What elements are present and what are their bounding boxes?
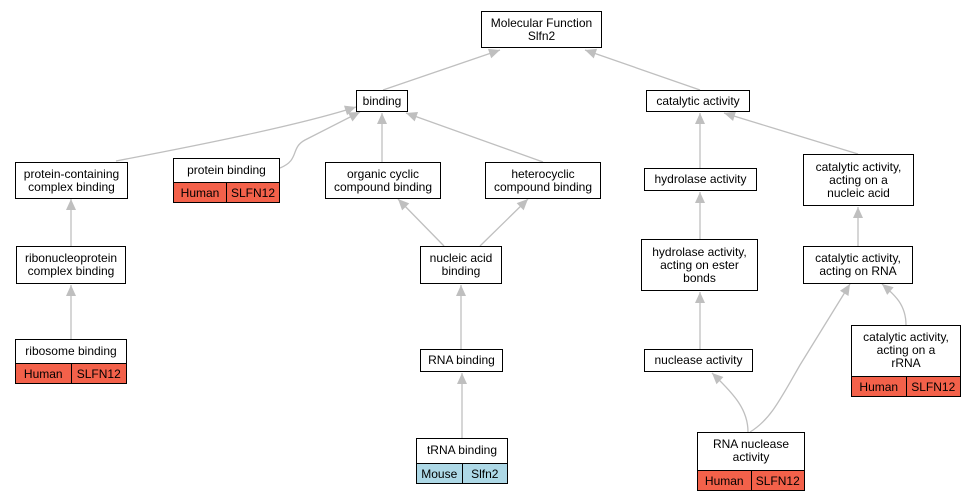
edge-protein-complex-to-binding-arrowhead bbox=[343, 105, 356, 116]
node-label: hydrolase activity, acting on ester bond… bbox=[652, 244, 747, 285]
gene-tag: SLFN12 bbox=[905, 377, 960, 396]
edge-rna-nuclease-to-nuclease-arrowhead bbox=[712, 373, 724, 385]
node-rna-nuclease-activity[interactable]: RNA nuclease activity Human SLFN12 bbox=[697, 432, 805, 491]
edge-rna-nuclease-to-cat-rna bbox=[749, 283, 851, 433]
node-protein-containing-complex-binding[interactable]: protein-containing complex binding bbox=[15, 162, 128, 199]
node-ribosome-binding[interactable]: ribosome binding Human SLFN12 bbox=[15, 339, 127, 384]
edge-heterocyclic-to-binding-arrowhead bbox=[406, 111, 419, 122]
edge-catalytic-to-root-arrowhead bbox=[585, 48, 598, 59]
edge-nucleic-acid-to-heterocyclic-arrowhead bbox=[516, 199, 528, 211]
node-label: catalytic activity, acting on a nucleic … bbox=[815, 159, 902, 200]
node-catalytic-activity[interactable]: catalytic activity bbox=[646, 90, 750, 112]
edge-rna-binding-to-nucleic-acid-arrowhead bbox=[456, 285, 466, 296]
edge-catalytic-to-root bbox=[584, 49, 701, 91]
edge-nuclease-to-hydrolase-ester-arrowhead bbox=[695, 292, 705, 303]
node-nucleic-acid-binding[interactable]: nucleic acid binding bbox=[420, 246, 502, 284]
edge-heterocyclic-to-binding bbox=[405, 112, 544, 163]
node-binding[interactable]: binding bbox=[356, 90, 408, 112]
gene-tag: SLFN12 bbox=[226, 183, 279, 202]
node-label: organic cyclic compound binding bbox=[333, 166, 433, 194]
node-catalytic-activity-nucleic-acid[interactable]: catalytic activity, acting on a nucleic … bbox=[803, 154, 914, 206]
node-label: heterocyclic compound binding bbox=[493, 166, 593, 194]
edge-binding-to-root-arrowhead bbox=[487, 48, 500, 59]
gene-tag: Slfn2 bbox=[461, 464, 507, 483]
node-hydrolase-ester-bonds[interactable]: hydrolase activity, acting on ester bond… bbox=[641, 239, 758, 291]
annotation-tags: Mouse Slfn2 bbox=[416, 463, 508, 484]
gene-tag: SLFN12 bbox=[70, 364, 126, 383]
node-nuclease-activity[interactable]: nuclease activity bbox=[644, 349, 753, 372]
node-rna-binding[interactable]: RNA binding bbox=[420, 349, 503, 372]
node-molecular-function[interactable]: Molecular Function Slfn2 bbox=[481, 11, 602, 48]
node-ribonucleoprotein-complex-binding[interactable]: ribonucleoprotein complex binding bbox=[16, 246, 126, 284]
edge-rna-nuclease-to-cat-rna-arrowhead bbox=[839, 284, 850, 296]
node-label: tRNA binding bbox=[426, 443, 498, 457]
species-tag: Human bbox=[16, 364, 71, 383]
node-label: ribosome binding bbox=[25, 343, 117, 358]
node-label: nuclease activity bbox=[654, 353, 743, 367]
edge-protein-binding-to-binding-arrowhead bbox=[347, 112, 360, 122]
annotation-tags: Human SLFN12 bbox=[15, 363, 127, 384]
node-label: catalytic activity, acting on a rRNA bbox=[863, 330, 949, 370]
node-catalytic-activity-rrna[interactable]: catalytic activity, acting on a rRNA Hum… bbox=[851, 325, 961, 397]
edge-binding-to-root bbox=[382, 49, 501, 91]
node-label: protein-containing complex binding bbox=[23, 166, 120, 194]
node-label: catalytic activity bbox=[656, 93, 740, 108]
node-label: Molecular Function Slfn2 bbox=[490, 15, 593, 43]
edge-cat-nucleic-to-catalytic-arrowhead bbox=[724, 111, 736, 121]
edge-cat-nucleic-to-catalytic bbox=[723, 112, 859, 155]
edge-hydrolase-to-catalytic-arrowhead bbox=[695, 113, 705, 124]
edge-organic-cyclic-to-binding-arrowhead bbox=[377, 113, 387, 124]
node-label: catalytic activity, acting on RNA bbox=[815, 251, 901, 278]
edge-ribosome-to-ribonucleoprotein-arrowhead bbox=[66, 285, 76, 296]
edge-ribonucleoprotein-to-protein-complex-arrowhead bbox=[66, 199, 76, 210]
annotation-tags: Human SLFN12 bbox=[173, 182, 280, 203]
node-label: ribonucleoprotein complex binding bbox=[24, 251, 118, 278]
node-catalytic-activity-rna[interactable]: catalytic activity, acting on RNA bbox=[803, 246, 913, 284]
edge-cat-rna-to-cat-nucleic-arrowhead bbox=[853, 207, 863, 218]
species-tag: Human bbox=[698, 471, 751, 490]
annotation-tags: Human SLFN12 bbox=[851, 376, 961, 397]
node-protein-binding[interactable]: protein binding Human SLFN12 bbox=[173, 158, 280, 203]
node-hydrolase-activity[interactable]: hydrolase activity bbox=[644, 168, 757, 191]
node-trna-binding[interactable]: tRNA binding Mouse Slfn2 bbox=[416, 438, 508, 484]
node-label: hydrolase activity bbox=[654, 172, 747, 186]
species-tag: Human bbox=[174, 183, 226, 202]
gene-tag: SLFN12 bbox=[750, 471, 804, 490]
node-label: RNA nuclease activity bbox=[712, 437, 790, 464]
species-tag: Human bbox=[852, 377, 906, 396]
edge-cat-rrna-to-cat-rna-arrowhead bbox=[882, 284, 894, 295]
species-tag: Mouse bbox=[417, 464, 462, 483]
edge-trna-to-rna-binding-arrowhead bbox=[457, 373, 467, 384]
node-organic-cyclic-compound-binding[interactable]: organic cyclic compound binding bbox=[325, 162, 441, 199]
annotation-tags: Human SLFN12 bbox=[697, 470, 805, 491]
node-label: binding bbox=[362, 93, 402, 108]
node-label: RNA binding bbox=[428, 353, 495, 367]
edge-nucleic-acid-to-heterocyclic bbox=[479, 198, 529, 247]
node-label: nucleic acid binding bbox=[429, 251, 493, 278]
edge-hydrolase-ester-to-hydrolase-arrowhead bbox=[695, 192, 705, 203]
edge-protein-complex-to-binding bbox=[115, 106, 357, 162]
edge-nucleic-acid-to-organic-cyclic-arrowhead bbox=[398, 199, 410, 211]
node-label: protein binding bbox=[187, 162, 266, 177]
node-heterocyclic-compound-binding[interactable]: heterocyclic compound binding bbox=[485, 162, 601, 199]
edge-protein-binding-to-binding bbox=[279, 111, 361, 169]
